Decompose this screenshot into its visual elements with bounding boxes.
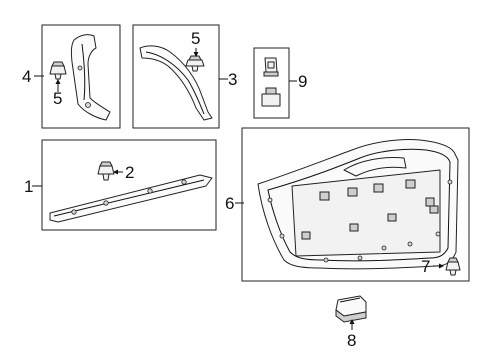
- license-lamp-base: [335, 309, 367, 323]
- trim-clip-mid-2: [349, 223, 359, 232]
- trim-clip-bottom-4: [407, 241, 413, 247]
- trim-clip-upper-2: [347, 187, 358, 197]
- garnish-strip-edge: [53, 179, 205, 217]
- callout-3: 3: [228, 70, 237, 89]
- arrow-8: [349, 319, 355, 324]
- callout-2: 2: [125, 163, 134, 182]
- clip-part-9-lower: [261, 87, 281, 107]
- callout-7: 7: [421, 257, 430, 276]
- clip-part-9-upper: [263, 57, 279, 77]
- callout-5-left: 5: [53, 89, 62, 108]
- callout-1: 1: [24, 177, 33, 196]
- trim-clip-left-2: [267, 197, 273, 203]
- trim-clip-bottom-1: [323, 257, 329, 263]
- callout-6: 6: [225, 194, 234, 213]
- callout-9: 9: [298, 72, 307, 91]
- arrow-7: [439, 263, 444, 269]
- trim-panel-handle: [343, 157, 407, 177]
- trim-clip-upper-4: [405, 179, 416, 189]
- license-lamp-edge: [339, 297, 361, 303]
- clip-part-5-right: [185, 55, 205, 72]
- garnish-strip-part: [49, 174, 213, 223]
- pillar-garnish-part: [70, 34, 111, 121]
- trim-clip-bottom-5: [435, 231, 441, 237]
- clip-part-7: [445, 257, 461, 276]
- clip-part-5-left: [49, 61, 67, 80]
- trim-panel-inner-edge: [267, 148, 451, 262]
- trim-clip-bottom-3: [381, 245, 387, 251]
- pillar-clip-hole-upper: [77, 65, 83, 71]
- trim-clip-mid-3: [387, 213, 397, 222]
- pillar-clip-hole: [85, 102, 91, 108]
- quarter-garnish-part: [139, 45, 213, 121]
- part-8-group: [335, 295, 367, 330]
- box-part-9: [253, 47, 297, 119]
- box-part-6: [235, 127, 470, 282]
- strip-clip-3: [147, 188, 153, 194]
- arrow-2: [113, 169, 118, 175]
- trim-clip-mid-4: [429, 205, 439, 214]
- box-part-4: [34, 24, 121, 129]
- clip-part-2: [97, 161, 115, 181]
- box-part-3: [132, 24, 228, 129]
- callout-4: 4: [22, 67, 31, 86]
- trim-clip-upper-3: [373, 183, 384, 193]
- trim-clip-upper-1: [319, 191, 330, 201]
- callout-8: 8: [347, 331, 356, 350]
- trim-clip-mid-1: [301, 231, 311, 240]
- callout-5-right: 5: [191, 29, 200, 48]
- strip-clip-2: [103, 200, 109, 206]
- trim-clip-upper-5: [425, 197, 435, 207]
- trim-clip-bottom-2: [357, 255, 363, 261]
- arrow-5-right: [193, 52, 199, 57]
- strip-clip-1: [71, 209, 77, 215]
- box-part-1: [32, 139, 217, 231]
- quarter-garnish-edge: [145, 51, 205, 115]
- arrow-5-left: [55, 79, 61, 84]
- trim-clip-right-1: [447, 179, 453, 185]
- pillar-garnish-edge: [81, 43, 86, 101]
- strip-clip-4: [181, 179, 187, 185]
- trim-clip-left-1: [279, 233, 285, 239]
